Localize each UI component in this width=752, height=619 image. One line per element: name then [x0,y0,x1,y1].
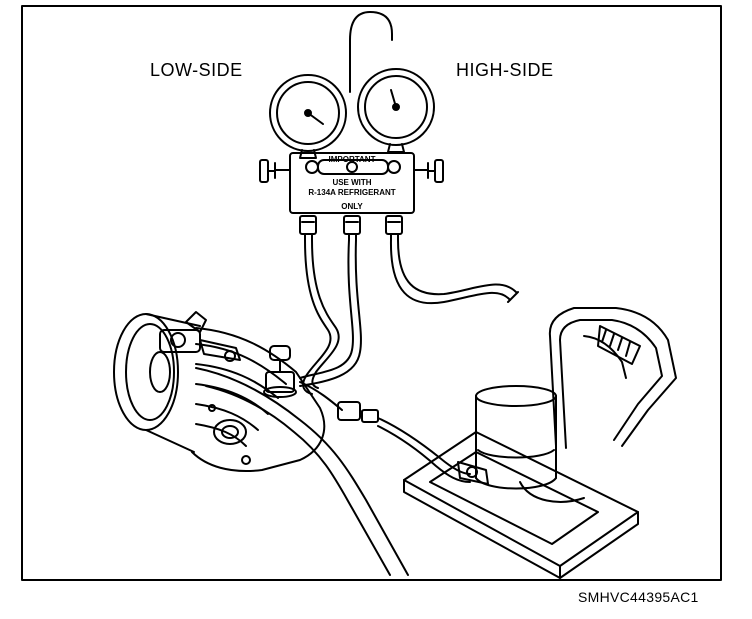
plate-only-text: ONLY [341,202,363,211]
can-tap-hose [299,381,471,483]
hose-fittings [299,215,403,241]
plate-important-text: IMPORTANT [328,155,376,164]
manifold-block [289,152,415,214]
plate-refrigerant-text: R-134A REFRIGERANT [308,188,396,197]
can-stand-base [403,431,639,579]
suction-line [195,367,409,576]
plate-use-with-text: USE WITH [332,178,372,187]
compressor-service-valve [263,345,297,398]
low-side-hose [302,239,340,395]
can-stand-upright [548,307,677,449]
low-side-valve-knob [259,159,291,183]
high-side-hose [389,239,519,305]
figure-code-label: SMHVC44395AC1 [578,589,699,605]
can-tap-valve [457,461,489,485]
high-side-label: HIGH-SIDE [456,60,554,80]
high-side-gauge [357,68,435,153]
high-side-valve-knob [413,159,444,183]
low-side-gauge [269,74,347,159]
figure-frame [21,5,722,581]
low-side-label: LOW-SIDE [150,60,243,80]
center-service-hose [299,239,362,387]
hanger-hook [349,11,393,93]
